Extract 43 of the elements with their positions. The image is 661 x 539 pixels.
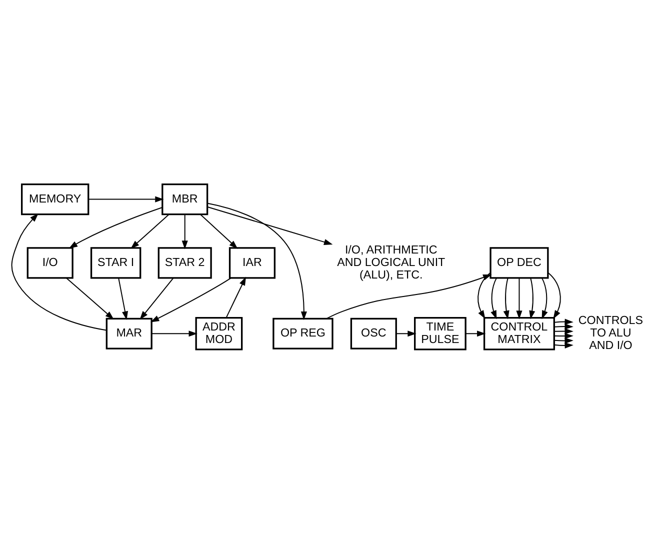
node-box: STAR I [90, 246, 142, 278]
arrow [490, 277, 497, 319]
arrow [554, 318, 574, 324]
arrow [226, 276, 246, 318]
node-box: MBR [162, 183, 208, 215]
node-text: I/O, ARITHMETIC AND LOGICAL UNIT (ALU), ETC. [337, 243, 446, 281]
node-box: MAR [106, 317, 152, 349]
arrow [182, 214, 188, 249]
arrow [554, 342, 574, 348]
arrow [554, 332, 574, 339]
arrow [554, 337, 574, 344]
arrow [554, 328, 574, 334]
arrow [541, 277, 548, 319]
node-box: CONTROL MATRIX [483, 316, 555, 350]
arrow [396, 330, 416, 336]
arrow [130, 214, 170, 248]
arrow [206, 202, 307, 320]
node-box: OP REG [272, 317, 334, 349]
arrow [150, 276, 232, 322]
arrow [529, 277, 536, 319]
node-box: OP DEC [490, 246, 549, 278]
node-box: STAR 2 [158, 246, 212, 278]
node-text: CONTROLS TO ALU AND I/O [578, 314, 644, 352]
arrow [548, 272, 561, 318]
node-box: ADDR MOD [195, 316, 243, 350]
node-box: TIME PULSE [414, 316, 466, 350]
arrow [554, 322, 574, 330]
arrow [503, 277, 510, 319]
arrow [11, 212, 107, 330]
arrow [88, 196, 164, 202]
arrow [151, 330, 198, 336]
node-box: IAR [228, 246, 276, 278]
node-box: I/O [26, 246, 74, 278]
arrow [206, 206, 333, 244]
node-box: MEMORY [21, 183, 90, 215]
arrow [516, 277, 522, 319]
arrow [118, 277, 128, 320]
node-box: OSC [350, 317, 397, 349]
arrow [66, 277, 114, 319]
arrow [68, 206, 163, 248]
arrow [200, 214, 238, 248]
arrow [140, 277, 174, 320]
arrow [465, 330, 486, 336]
